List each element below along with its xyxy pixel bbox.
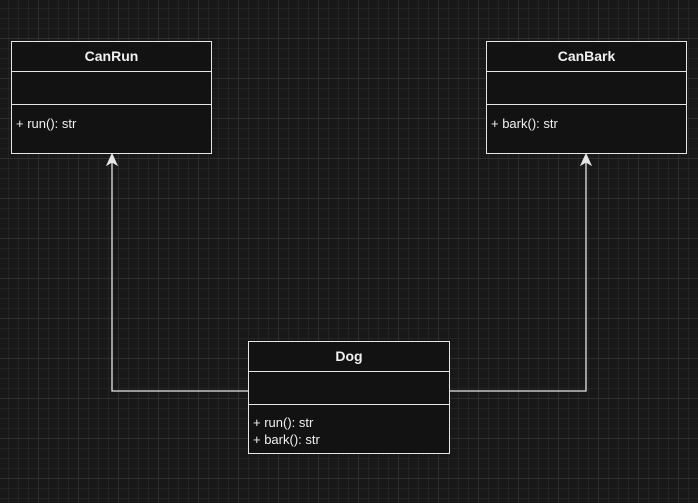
class-canbark[interactable]: CanBark + bark(): str: [486, 41, 687, 154]
class-canbark-name[interactable]: CanBark: [487, 42, 686, 72]
arrowhead-canrun-icon: [105, 152, 119, 167]
class-canbark-attributes[interactable]: [487, 72, 686, 105]
class-canrun-method[interactable]: + run(): str: [16, 116, 77, 131]
class-dog[interactable]: Dog + run(): str + bark(): str: [248, 341, 450, 454]
class-canbark-method[interactable]: + bark(): str: [491, 116, 558, 131]
class-dog-attributes[interactable]: [249, 372, 449, 405]
class-canrun-methods[interactable]: + run(): str: [12, 105, 211, 132]
class-dog-method-run[interactable]: + run(): str: [253, 415, 314, 430]
relation-dog-to-canbark[interactable]: [450, 162, 587, 392]
class-dog-name[interactable]: Dog: [249, 342, 449, 372]
arrowhead-canbark-icon: [579, 152, 593, 167]
class-canrun-attributes[interactable]: [12, 72, 211, 105]
relation-dog-to-canrun[interactable]: [111, 162, 248, 392]
class-canrun[interactable]: CanRun + run(): str: [11, 41, 212, 154]
class-canrun-name[interactable]: CanRun: [12, 42, 211, 72]
class-canbark-methods[interactable]: + bark(): str: [487, 105, 686, 132]
class-dog-method-bark[interactable]: + bark(): str: [253, 432, 320, 447]
class-dog-methods[interactable]: + run(): str + bark(): str: [249, 405, 449, 448]
